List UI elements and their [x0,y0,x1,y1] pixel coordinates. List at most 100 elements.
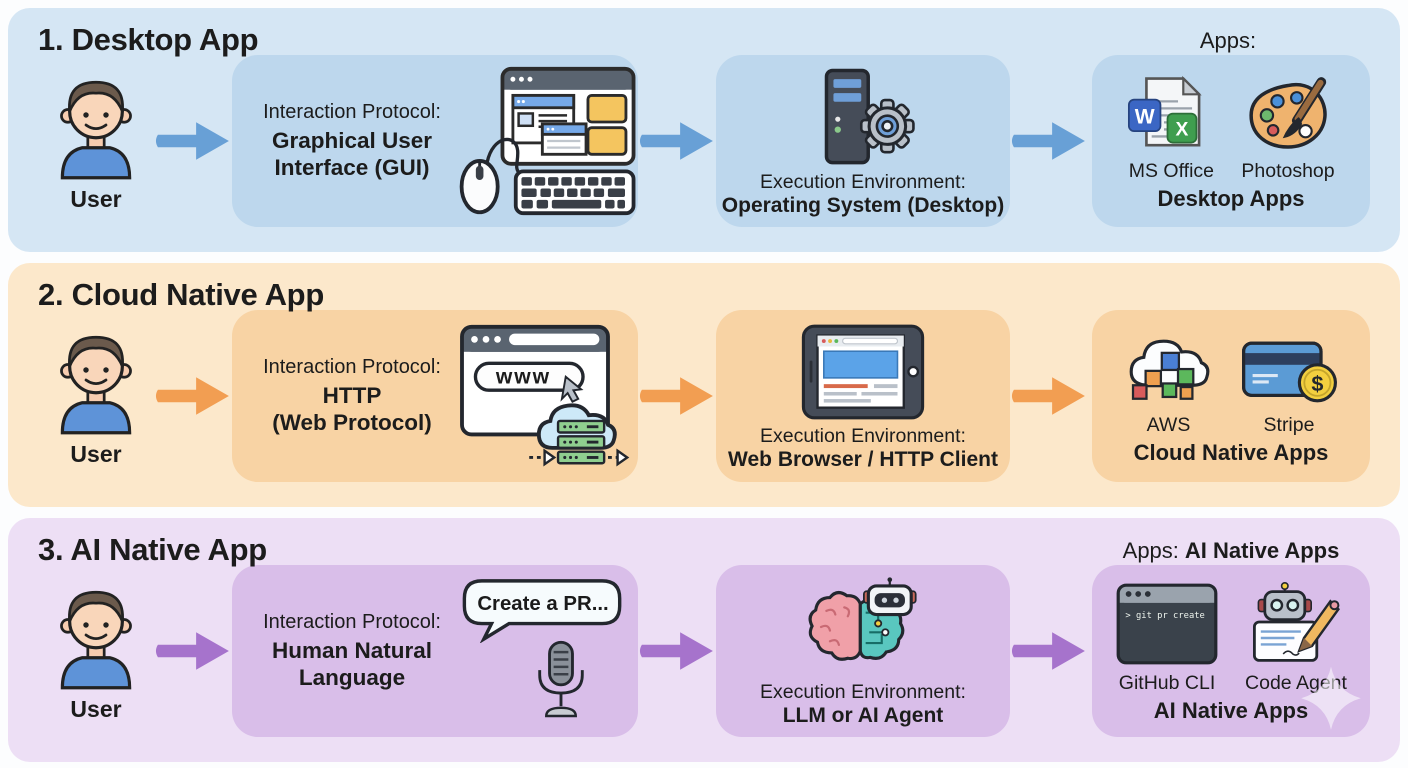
execution-value: Web Browser / HTTP Client [728,447,998,471]
user-figure: User [38,579,154,723]
apps-column: AWS $ Stripe [1092,310,1370,482]
app-item: $ Stripe [1240,336,1339,437]
row-flow: User Interaction Protocol: Graphical Use… [8,8,1400,252]
ms-office-icon: W X [1128,75,1203,147]
interaction-protocol-box: Interaction Protocol: Graphical User Int… [232,55,638,227]
svg-text:X: X [1176,119,1189,140]
row-cloud-native-app: 2. Cloud Native App User Intera [8,263,1400,507]
execution-label: Execution Environment: [760,424,966,447]
flow-arrow-icon [1011,632,1085,670]
apps-box: AWS $ Stripe [1092,310,1370,482]
row-title: 2. Cloud Native App [38,277,324,312]
row-desktop-app: 1. Desktop App User Interaction [8,8,1400,252]
photoshop-palette-icon [1249,76,1327,149]
gui-icon-cluster [458,65,640,217]
flow-arrow-icon [639,122,713,160]
app-item: W X MS Office [1127,75,1215,183]
interaction-protocol-box: Interaction Protocol: Human Natural Lang… [232,565,638,737]
svg-text:> git pr create: > git pr create [1125,611,1204,621]
user-label: User [70,186,122,212]
apps-header-prefix: Apps: [1122,538,1179,563]
interaction-value-line1: Human Natural [271,637,433,663]
interaction-value-line2: (Web Protocol) [272,410,432,435]
row-ai-native-app: 3. AI Native App User Interacti [8,518,1400,762]
code-agent-robot-icon [1252,582,1340,662]
speech-bubble-icon: Create a PR... [462,579,622,643]
interaction-label: Interaction Protocol: [263,610,441,633]
aws-cloud-icon [1129,339,1209,400]
os-tower-gear-icon [824,68,915,164]
interaction-value-line2: Interface (GUI) [274,155,430,180]
apps-header-prefix: Apps: [1199,28,1257,53]
interaction-label: Interaction Protocol: [263,355,441,378]
svg-text:$: $ [1311,370,1323,395]
execution-environment-box: Execution Environment: LLM or AI Agent [716,565,1010,737]
flow-arrow-icon [155,122,229,160]
row-title: 3. AI Native App [38,532,267,567]
execution-text: Execution Environment: Web Browser / HTT… [728,425,998,472]
svg-text:www: www [495,366,551,389]
flow-arrow-icon [1011,122,1085,160]
flow-arrow-icon [155,377,229,415]
gui-desktop-icon [459,66,636,216]
interaction-value-line1: HTTP [322,382,382,408]
apps-header: Apps: [1092,28,1370,54]
flow-arrow-icon [1011,377,1085,415]
interaction-text: Interaction Protocol: Human Natural Lang… [246,611,458,692]
execution-label: Execution Environment: [760,170,966,193]
app-label: MS Office [1128,159,1214,182]
svg-text:Create a PR...: Create a PR... [477,593,608,615]
apps-group-label: Desktop Apps [1157,185,1305,211]
execution-text: Execution Environment: Operating System … [722,171,1004,218]
execution-environment-box: Execution Environment: Web Browser / HTT… [716,310,1010,482]
github-cli-terminal-icon: > git pr create [1116,583,1218,665]
http-icon-cluster: www [458,323,636,469]
flow-arrow-icon [639,632,713,670]
interaction-text: Interaction Protocol: HTTP (Web Protocol… [246,356,458,437]
browser-www-cloud-icon: www [460,324,630,467]
execution-environment-box: Execution Environment: Operating System … [716,55,1010,227]
apps-box: > git pr create GitHub CLI [1092,565,1370,737]
microphone-icon [538,640,584,718]
apps-box: W X MS Office [1092,55,1370,227]
row-flow: User Interaction Protocol: HTTP (Web Pro… [8,263,1400,507]
svg-text:W: W [1135,105,1155,128]
interaction-value-line2: Language [298,665,406,690]
app-item: AWS [1124,331,1214,437]
interaction-value-line1: Graphical User [271,127,433,153]
row-flow: User Interaction Protocol: Human Natural… [8,518,1400,762]
apps-column: Apps: W X [1092,28,1370,227]
apps-column: Apps:AI Native Apps > git pr create [1092,538,1370,737]
user-avatar-icon [60,335,132,435]
brain-robot-icon [808,576,917,661]
apps-header [1092,283,1370,309]
app-label: Stripe [1263,413,1315,436]
app-item: > git pr create GitHub CLI [1115,582,1219,695]
apps-header-bold: AI Native Apps [1184,538,1340,563]
flow-arrow-icon [639,377,713,415]
interaction-text: Interaction Protocol: Graphical User Int… [246,101,458,182]
app-label: GitHub CLI [1118,672,1216,694]
app-item: Code Agent [1245,582,1347,695]
app-label: AWS [1146,413,1191,436]
user-figure: User [38,324,154,468]
user-figure: User [38,69,154,213]
execution-label: Execution Environment: [760,680,966,703]
app-label: Code Agent [1245,672,1347,694]
user-label: User [70,441,122,467]
flow-arrow-icon [155,632,229,670]
row-title: 1. Desktop App [38,22,259,57]
user-avatar-icon [60,590,132,690]
execution-text: Execution Environment: LLM or AI Agent [760,681,966,728]
apps-group-label: Cloud Native Apps [1133,439,1329,465]
app-item: Photoshop [1241,75,1335,183]
user-avatar-icon [60,80,132,180]
apps-group-label: AI Native Apps [1153,698,1309,723]
user-label: User [70,696,122,722]
speech-icon-cluster: Create a PR... [458,577,630,725]
apps-header: Apps:AI Native Apps [1092,538,1370,564]
execution-value: LLM or AI Agent [782,703,944,727]
execution-value: Operating System (Desktop) [721,193,1005,217]
stripe-card-icon: $ [1241,341,1337,402]
